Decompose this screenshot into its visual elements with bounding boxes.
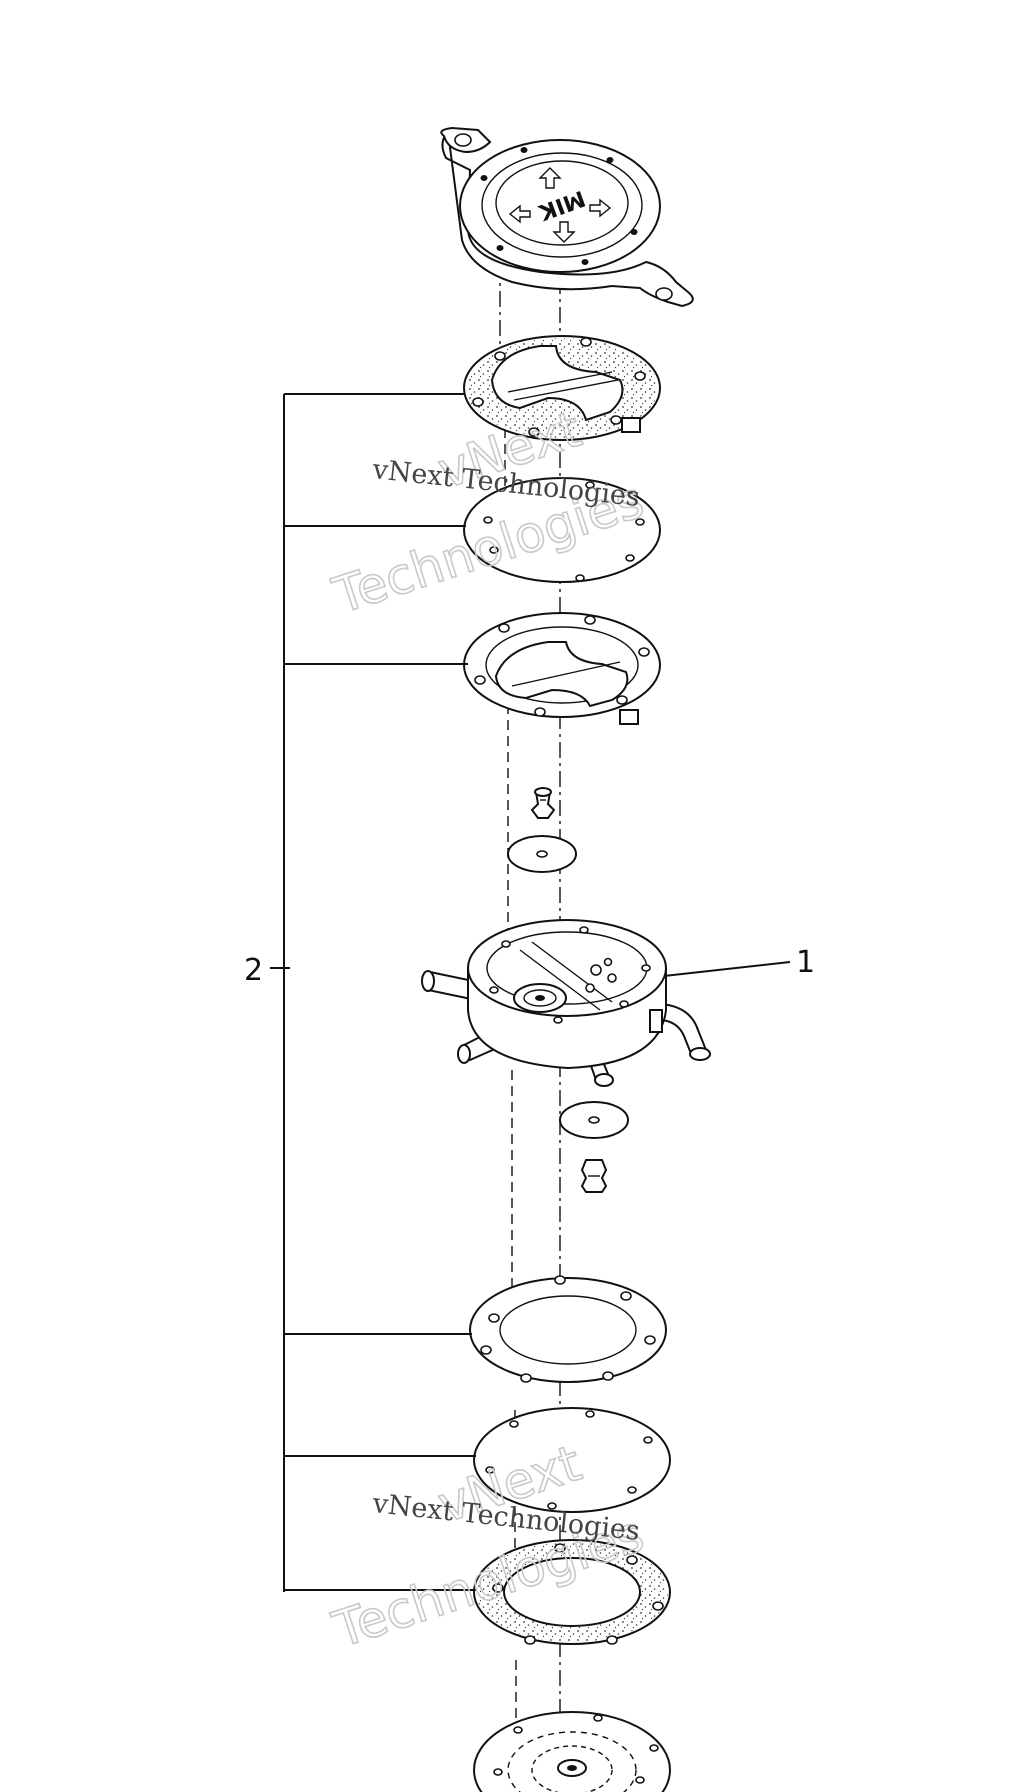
upper-gasket <box>463 335 661 441</box>
part-1-leader <box>663 961 791 977</box>
upper-diaphragm <box>463 477 661 583</box>
upper-check-valve <box>507 787 577 873</box>
middle-gasket <box>463 612 661 725</box>
callout-part-2: 2 <box>244 953 263 988</box>
lower-diaphragm <box>473 1407 671 1513</box>
lower-check-valve <box>559 1101 629 1193</box>
pump-top-cover: MIK <box>440 126 694 308</box>
kit-bracket <box>270 393 476 1592</box>
callout-part-1: 1 <box>796 945 815 980</box>
pump-body <box>421 919 711 1087</box>
lower-speckled-gasket <box>473 1539 671 1645</box>
lower-gasket <box>469 1275 667 1383</box>
pump-bottom-cover <box>473 1711 671 1792</box>
